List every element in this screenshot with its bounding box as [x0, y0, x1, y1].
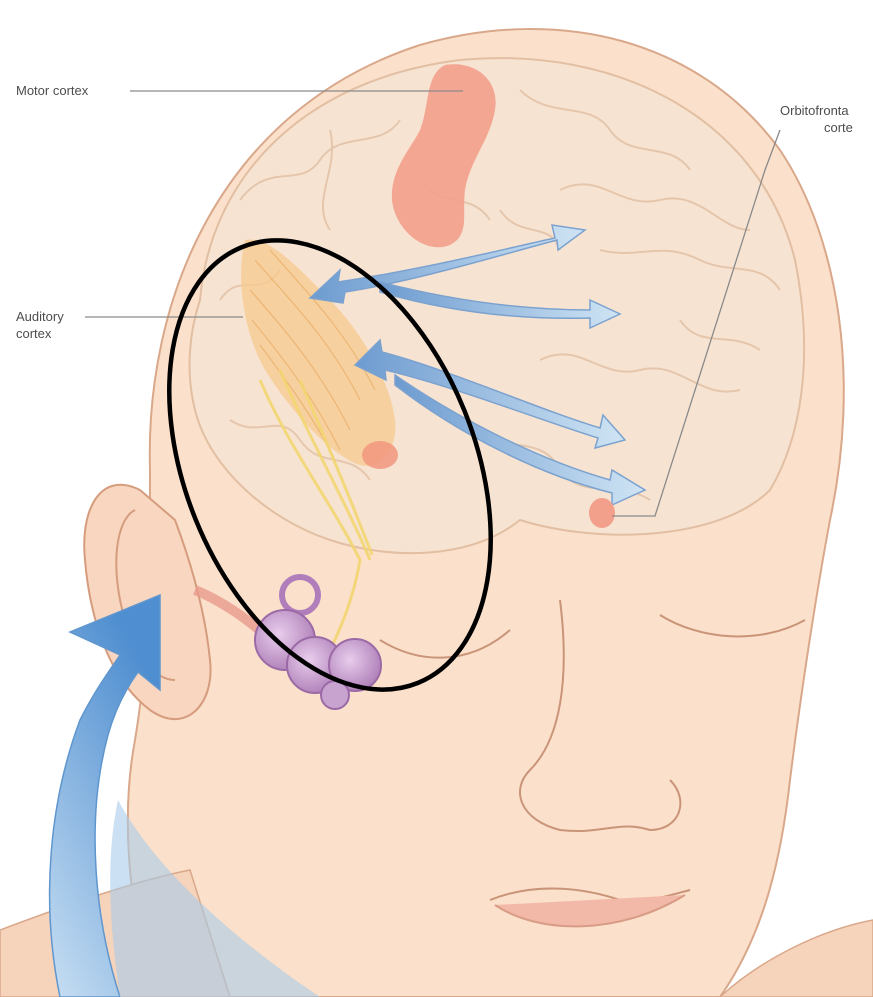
auditory-cortex-label: Auditory cortex	[16, 308, 64, 342]
orbitofrontal-cortex-region	[589, 498, 615, 528]
orbitofrontal-cortex-label: Orbitofronta corte	[780, 102, 853, 136]
auditory-cortex-label-line1: Auditory	[16, 308, 64, 325]
orbitofrontal-label-line2: corte	[780, 119, 853, 136]
orbitofrontal-label-line1: Orbitofronta	[780, 102, 853, 119]
auditory-cortex-label-line2: cortex	[16, 325, 64, 342]
motor-cortex-label: Motor cortex	[16, 82, 88, 99]
